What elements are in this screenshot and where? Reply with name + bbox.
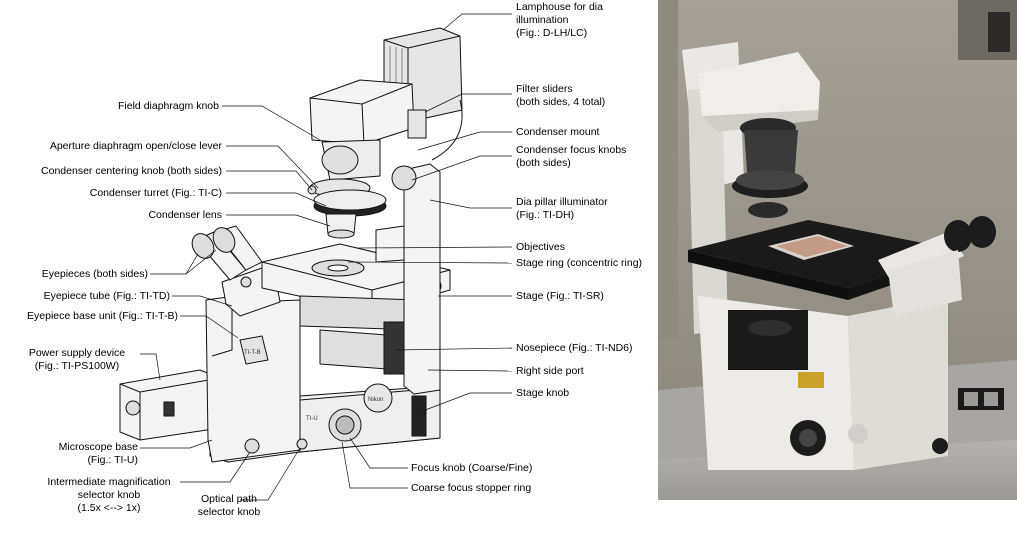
label-filter-sliders-line2: (both sides, 4 total) bbox=[516, 96, 605, 109]
label-aperture: Aperture diaphragm open/close lever bbox=[50, 140, 222, 153]
label-focus-knob: Focus knob (Coarse/Fine) bbox=[411, 462, 532, 475]
label-lamphouse: Lamphouse for dia illumination (Fig.: D-… bbox=[516, 1, 603, 40]
label-condenser-lens: Condenser lens bbox=[148, 209, 222, 222]
label-stage-knob: Stage knob bbox=[516, 387, 569, 400]
label-magnification-line2: selector knob bbox=[34, 489, 184, 502]
label-base-line1: Microscope base bbox=[59, 441, 138, 454]
label-condenser-focus-line1: Condenser focus knobs bbox=[516, 144, 626, 157]
label-eyepiece-tube: Eyepiece tube (Fig.: TI-TD) bbox=[44, 290, 170, 303]
label-dia-pillar-line2: (Fig.: TI-DH) bbox=[516, 209, 608, 222]
label-magnification-line3: (1.5x <--> 1x) bbox=[34, 502, 184, 515]
label-eyepiece-base: Eyepiece base unit (Fig.: TI-T-B) bbox=[27, 310, 178, 323]
label-base: Microscope base (Fig.: TI-U) bbox=[59, 441, 138, 467]
label-eyepieces: Eyepieces (both sides) bbox=[42, 268, 148, 281]
label-turret: Condenser turret (Fig.: TI-C) bbox=[90, 187, 222, 200]
illumination-arm-drawing bbox=[310, 80, 426, 190]
label-nosepiece: Nosepiece (Fig.: TI-ND6) bbox=[516, 342, 633, 355]
label-dia-pillar-line1: Dia pillar illuminator bbox=[516, 196, 608, 209]
label-lamphouse-line3: (Fig.: D-LH/LC) bbox=[516, 27, 603, 40]
label-stage-ring: Stage ring (concentric ring) bbox=[516, 257, 642, 270]
label-lamphouse-line1: Lamphouse for dia bbox=[516, 1, 603, 14]
label-magnification-line1: Intermediate magnification bbox=[34, 476, 184, 489]
label-condenser-focus-line2: (both sides) bbox=[516, 157, 626, 170]
main-body-drawing: TI-T-B bbox=[206, 296, 300, 462]
label-base-line2: (Fig.: TI-U) bbox=[59, 454, 138, 467]
label-magnification: Intermediate magnification selector knob… bbox=[34, 476, 184, 515]
label-centering: Condenser centering knob (both sides) bbox=[41, 165, 222, 178]
microscope-photo bbox=[658, 0, 1017, 500]
condenser-drawing bbox=[308, 179, 386, 238]
nosepiece-drawing bbox=[320, 322, 412, 374]
label-optical-path-line2: selector knob bbox=[186, 506, 272, 519]
label-power-supply: Power supply device (Fig.: TI-PS100W) bbox=[14, 347, 140, 373]
label-filter-sliders-line1: Filter sliders bbox=[516, 83, 605, 96]
label-power-supply-line1: Power supply device bbox=[14, 347, 140, 360]
label-condenser-focus: Condenser focus knobs (both sides) bbox=[516, 144, 626, 170]
label-dia-pillar: Dia pillar illuminator (Fig.: TI-DH) bbox=[516, 196, 608, 222]
label-field-diaphragm: Field diaphragm knob bbox=[118, 100, 219, 113]
tube-model-mark: TI-T-B bbox=[244, 350, 261, 356]
label-right-port: Right side port bbox=[516, 365, 584, 378]
label-coarse-stopper: Coarse focus stopper ring bbox=[411, 482, 531, 495]
label-lamphouse-line2: illumination bbox=[516, 14, 603, 27]
nikon-mark: Nikon bbox=[368, 397, 383, 403]
model-mark: TI-U bbox=[306, 416, 318, 422]
power-supply-drawing bbox=[120, 370, 220, 440]
label-filter-sliders: Filter sliders (both sides, 4 total) bbox=[516, 83, 605, 109]
label-objectives: Objectives bbox=[516, 241, 565, 254]
label-optical-path-line1: Optical path bbox=[186, 493, 272, 506]
label-condenser-mount: Condenser mount bbox=[516, 126, 599, 139]
label-optical-path: Optical path selector knob bbox=[186, 493, 272, 519]
label-power-supply-line2: (Fig.: TI-PS100W) bbox=[14, 360, 140, 373]
label-stage: Stage (Fig.: TI-SR) bbox=[516, 290, 604, 303]
